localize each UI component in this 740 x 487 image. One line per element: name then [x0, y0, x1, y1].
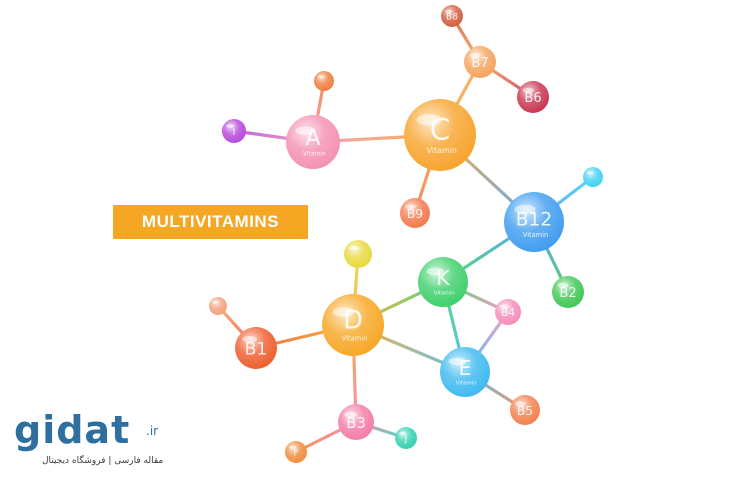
atom-b8: B8 — [441, 5, 463, 27]
atom-label: I — [233, 127, 236, 138]
atom-b7: B7 — [464, 46, 496, 78]
atom-sphere — [314, 71, 334, 91]
atom-label: B3 — [346, 415, 366, 432]
atom-sublabel: Vitamin — [427, 146, 457, 155]
atom-highlight — [426, 267, 445, 276]
atom-sphere — [209, 297, 227, 315]
atom-highlight — [295, 126, 315, 135]
atom-label: B9 — [407, 207, 423, 221]
atom-s2 — [583, 167, 603, 187]
atom-b2: B2 — [552, 276, 584, 308]
atom-f: F — [285, 441, 307, 463]
atom-label: D — [343, 305, 363, 335]
atom-sphere — [344, 240, 372, 268]
atom-highlight — [226, 124, 235, 128]
atom-highlight — [444, 9, 453, 14]
atom-s4 — [209, 297, 227, 315]
gidat-logo: gidat .ir مقاله فارسی | فروشگاه دیجیتال — [14, 410, 174, 480]
molecule-atoms: AVitaminCVitaminB12VitaminKVitaminDVitam… — [209, 5, 603, 463]
atom-b9: B9 — [400, 198, 430, 228]
atom-i: I — [222, 119, 246, 143]
atom-highlight — [448, 357, 467, 366]
atom-highlight — [332, 307, 355, 317]
atom-highlight — [344, 411, 357, 418]
atom-highlight — [348, 245, 359, 251]
atom-label: B12 — [516, 210, 552, 231]
atom-label: F — [293, 449, 298, 459]
atom-label: C — [430, 112, 451, 146]
atom-label: J — [404, 435, 408, 445]
atom-highlight — [212, 300, 219, 304]
atom-highlight — [416, 114, 442, 126]
atom-sublabel: Vitamin — [341, 335, 367, 343]
atom-b5: B5 — [510, 395, 540, 425]
atom-highlight — [557, 282, 569, 288]
atom-sublabel: Vitamin — [303, 151, 326, 158]
atom-label: B8 — [446, 13, 458, 23]
atom-label: B7 — [471, 56, 488, 71]
atom-highlight — [514, 204, 536, 215]
atom-highlight — [288, 445, 297, 450]
atom-highlight — [317, 75, 325, 79]
atom-highlight — [515, 401, 526, 407]
atom-sublabel: Vitamin — [456, 381, 478, 387]
atom-label: A — [305, 125, 320, 151]
logo-domain: .ir — [146, 424, 159, 438]
atom-highlight — [469, 52, 481, 58]
logo-tagline: مقاله فارسی | فروشگاه دیجیتال — [42, 456, 164, 466]
atom-label: B2 — [559, 286, 576, 301]
atom-sphere — [583, 167, 603, 187]
atom-label: E — [459, 356, 472, 380]
atom-highlight — [242, 335, 258, 343]
atom-b3: B3 — [338, 404, 374, 440]
atom-highlight — [499, 304, 509, 309]
atom-label: B6 — [524, 91, 541, 106]
atom-sublabel: Vitamin — [434, 291, 456, 297]
atom-label: B5 — [517, 404, 533, 418]
atom-highlight — [522, 87, 534, 93]
atom-b6: B6 — [517, 81, 549, 113]
atom-sublabel: Vitamin — [523, 231, 548, 239]
atom-highlight — [405, 204, 416, 210]
atom-label: K — [436, 266, 450, 290]
atom-highlight — [586, 171, 594, 175]
multivitamins-banner: MULTIVITAMINS — [113, 205, 308, 239]
atom-label: B1 — [245, 340, 268, 360]
atom-s3 — [344, 240, 372, 268]
atom-b4: B4 — [495, 299, 521, 325]
atom-label: B4 — [501, 306, 515, 319]
atom-j: J — [395, 427, 417, 449]
logo-wordmark: gidat — [14, 408, 131, 452]
atom-b1: B1 — [235, 327, 277, 369]
atom-highlight — [398, 431, 407, 436]
atom-s1 — [314, 71, 334, 91]
